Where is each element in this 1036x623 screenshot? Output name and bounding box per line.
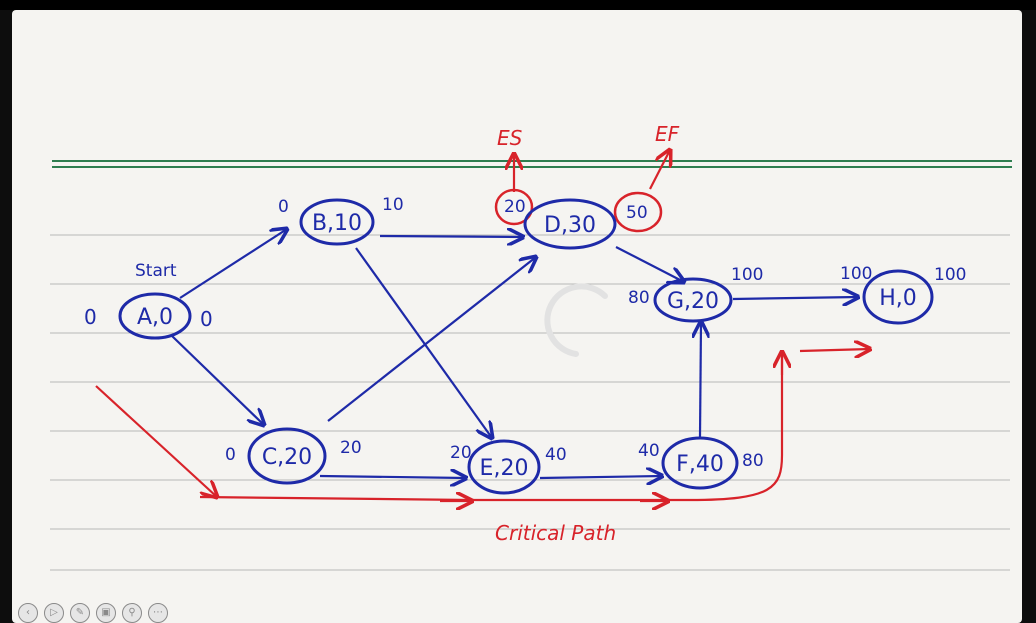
node-b: B,10 [299, 198, 375, 246]
loading-spinner-icon [544, 283, 608, 357]
a-ef: 0 [200, 307, 213, 331]
es-label: ES [497, 126, 523, 150]
node-b-label: B,10 [312, 211, 362, 236]
top-border [0, 0, 1036, 10]
d-ef: 50 [626, 203, 648, 223]
play-icon[interactable]: ▷ [44, 603, 64, 623]
edge-f-g [700, 322, 701, 438]
edge-c-e [319, 476, 466, 478]
node-h: H,0 [862, 269, 934, 325]
node-c-label: C,20 [262, 445, 312, 470]
critical-path-entry [95, 385, 217, 497]
edge-e-f [539, 476, 662, 478]
a-es: 0 [84, 305, 97, 329]
f-es: 40 [638, 441, 660, 461]
node-g: G,20 [653, 277, 733, 323]
edges [171, 229, 858, 478]
edge-a-b [179, 229, 287, 299]
camera-icon[interactable]: ▣ [96, 603, 116, 623]
edge-d-g [615, 246, 684, 282]
node-g-label: G,20 [667, 289, 719, 314]
c-es: 0 [225, 445, 236, 465]
critical-path-label: Critical Path [495, 521, 616, 545]
critical-path-line [199, 354, 784, 502]
zoom-icon[interactable]: ⚲ [122, 603, 142, 623]
b-es: 0 [278, 197, 289, 217]
node-a: A,0 [118, 292, 192, 340]
h-es: 100 [840, 264, 872, 284]
critical-path-arrow-right [799, 349, 870, 351]
node-f-label: F,40 [676, 452, 724, 477]
c-ef: 20 [340, 438, 362, 458]
edge-a-c [171, 335, 264, 425]
node-e: E,20 [467, 439, 541, 495]
node-d: D,30 [523, 198, 617, 250]
ef-label: EF [655, 122, 680, 146]
d-es: 20 [504, 197, 526, 217]
node-e-label: E,20 [480, 456, 529, 481]
e-es: 20 [450, 443, 472, 463]
notebook-page [12, 10, 1022, 623]
pen-icon[interactable]: ✎ [70, 603, 90, 623]
critical-path: ES EF Critical Path [95, 122, 870, 545]
node-h-label: H,0 [879, 286, 917, 311]
node-d-label: D,30 [544, 213, 596, 238]
g-ef: 100 [731, 265, 763, 285]
header-margin-lines [52, 160, 1012, 168]
edge-b-d [379, 236, 523, 237]
back-icon[interactable]: ‹ [18, 603, 38, 623]
b-ef: 10 [382, 195, 404, 215]
e-ef: 40 [545, 445, 567, 465]
node-a-label: A,0 [137, 305, 173, 330]
edge-g-h [732, 297, 858, 299]
f-ef: 80 [742, 451, 764, 471]
es-circle [494, 188, 534, 226]
time-labels: 0 0 0 10 0 20 20 50 20 40 40 80 80 100 1… [84, 195, 966, 471]
player-controls: ‹ ▷ ✎ ▣ ⚲ ⋯ [18, 603, 168, 623]
nodes: A,0 B,10 C,20 D,30 E,20 F,40 G,20 H,0 [118, 198, 934, 495]
edge-b-e [355, 247, 492, 438]
ef-pointer [649, 150, 670, 190]
edge-c-d [327, 257, 536, 422]
node-c: C,20 [247, 427, 327, 485]
start-label: Start [135, 261, 177, 281]
h-ef: 100 [934, 265, 966, 285]
more-icon[interactable]: ⋯ [148, 603, 168, 623]
ef-circle [613, 191, 663, 233]
node-f: F,40 [661, 436, 739, 490]
g-es: 80 [628, 288, 650, 308]
